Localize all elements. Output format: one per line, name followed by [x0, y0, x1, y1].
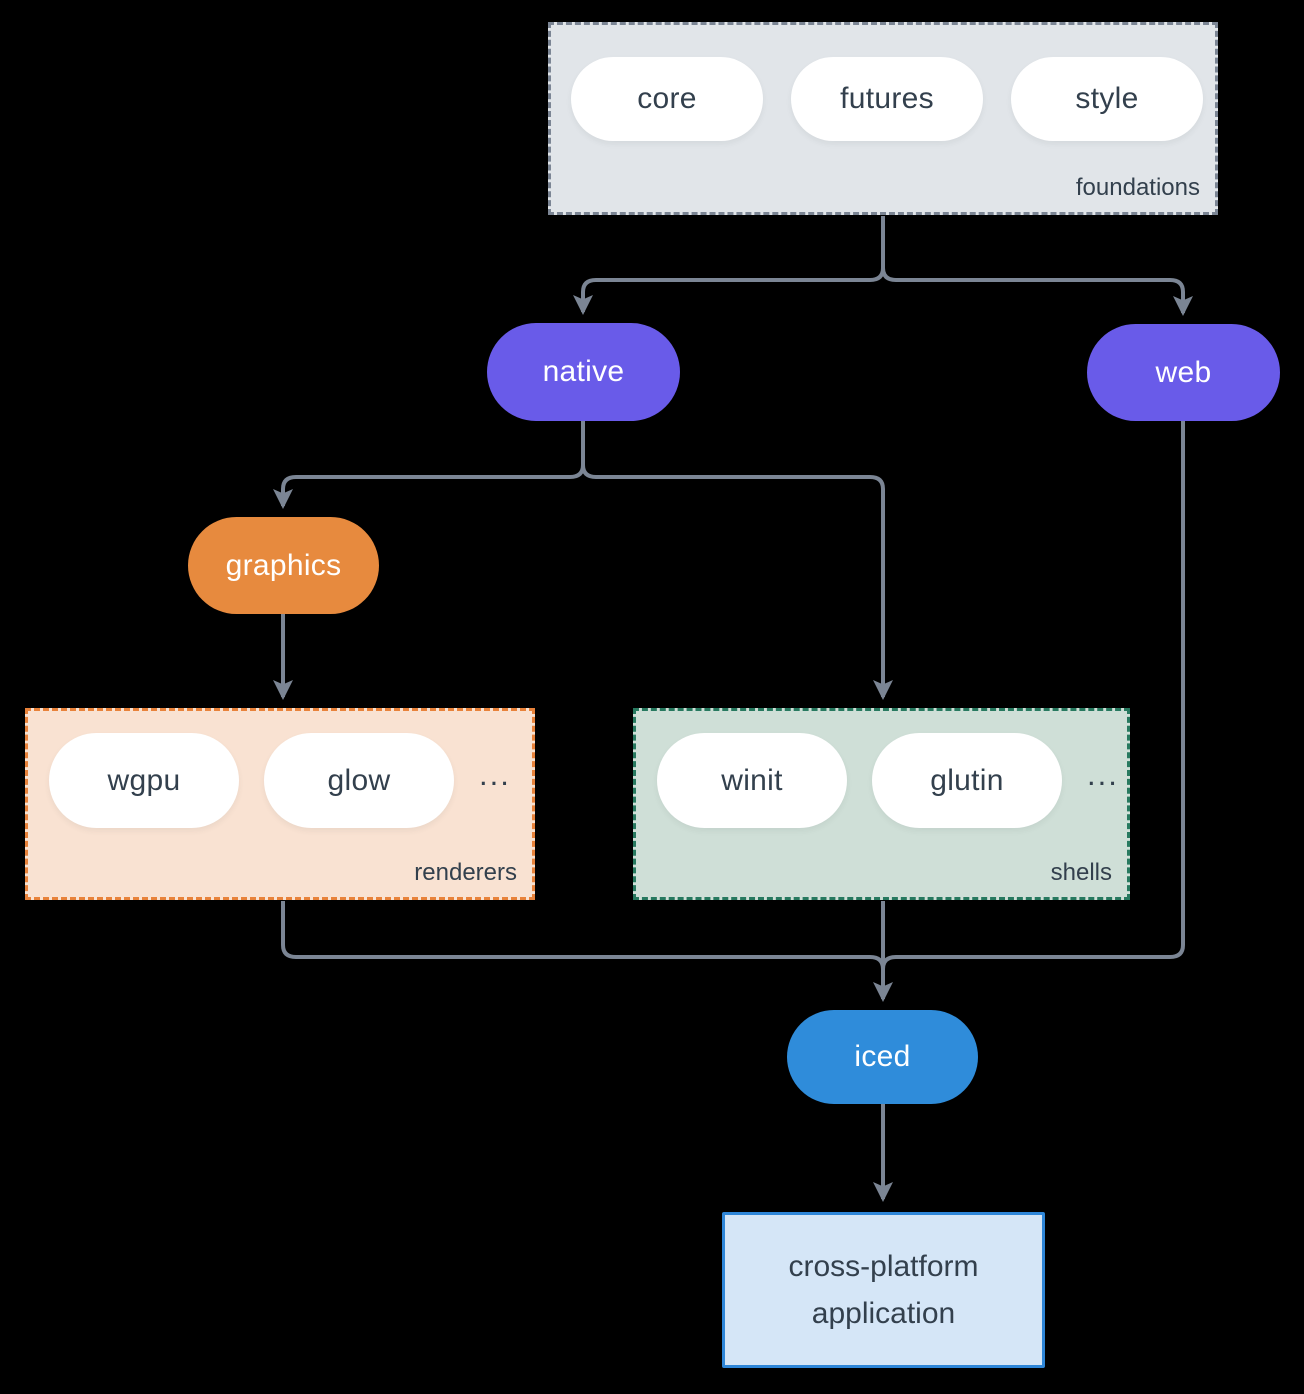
node-futures: futures [791, 57, 983, 141]
renderers-pill-row: wgpu glow ... [28, 711, 532, 828]
edge-foundations-to-web [881, 216, 1193, 316]
node-winit: winit [657, 733, 847, 828]
foundations-pill-row: core futures style [551, 25, 1215, 141]
edge-native-to-shells [581, 421, 893, 700]
node-native: native [487, 323, 680, 421]
foundations-group: core futures style foundations [548, 22, 1218, 215]
node-wgpu: wgpu [49, 733, 239, 828]
node-iced: iced [787, 1010, 978, 1104]
shells-ellipsis: ... [1087, 756, 1119, 792]
edge-foundations-to-native [573, 216, 885, 315]
foundations-caption: foundations [1075, 174, 1200, 201]
edge-native-to-graphics [273, 421, 585, 509]
edge-renderers-to-merge [281, 901, 885, 970]
node-graphics: graphics [188, 517, 379, 614]
node-web: web [1087, 324, 1280, 421]
node-glow: glow [264, 733, 454, 828]
shells-caption: shells [1050, 859, 1112, 886]
node-core: core [571, 57, 763, 141]
node-cross-platform-application: cross-platform application [722, 1212, 1045, 1368]
node-style: style [1011, 57, 1203, 141]
shells-group: winit glutin ... shells [633, 708, 1130, 900]
shells-pill-row: winit glutin ... [636, 711, 1127, 828]
renderers-caption: renderers [414, 859, 517, 886]
renderers-ellipsis: ... [479, 756, 511, 792]
node-glutin: glutin [872, 733, 1062, 828]
renderers-group: wgpu glow ... renderers [25, 708, 535, 900]
